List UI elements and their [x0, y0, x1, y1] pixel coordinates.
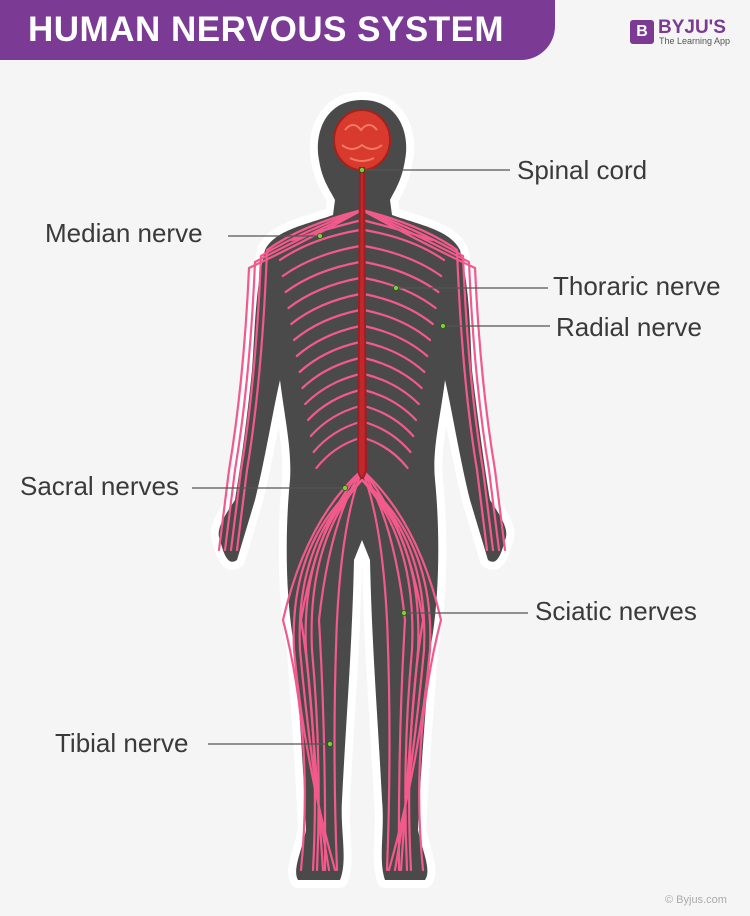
body-silhouette — [210, 92, 515, 888]
leg-nerve — [317, 468, 364, 872]
rib-nerve — [362, 404, 415, 438]
rib-nerve — [362, 308, 432, 342]
shoulder-nerve — [360, 218, 434, 242]
arm-nerve — [360, 208, 507, 552]
rib-nerve — [295, 324, 362, 358]
rib-nerve — [287, 276, 362, 310]
rib-nerve — [304, 372, 362, 406]
rib-nerve — [362, 228, 446, 262]
leg-nerve — [360, 468, 407, 872]
rib-nerve — [362, 324, 429, 358]
logo-tagline: The Learning App — [659, 36, 731, 46]
rib-nerve — [284, 260, 362, 294]
rib-nerve — [362, 276, 437, 310]
leg-nerve — [360, 468, 391, 872]
rib-nerve — [301, 356, 362, 390]
rib-nerve — [362, 340, 426, 374]
logo-mark: B — [630, 20, 654, 44]
arm-nerve — [360, 208, 495, 552]
arm-nerve — [360, 208, 501, 552]
leg-nerve — [360, 478, 432, 872]
rib-nerve — [281, 244, 362, 278]
leader-lines — [192, 169, 550, 745]
rib-nerve — [298, 340, 362, 374]
rib-nerve — [362, 292, 434, 326]
arm-nerve — [235, 208, 364, 552]
logo-name: BYJU'S — [658, 17, 726, 38]
label-tibial-nerve: Tibial nerve — [55, 728, 189, 758]
brain-folds — [341, 124, 383, 162]
leg-nerve — [333, 468, 364, 872]
label-radial-nerve: Radial nerve — [556, 312, 702, 342]
shoulder-nerve — [290, 218, 364, 242]
arm-nerve — [223, 208, 364, 552]
label-sacral-nerves: Sacral nerves — [20, 471, 179, 501]
leg-nerve — [281, 468, 364, 872]
arm-nerve — [217, 208, 364, 552]
leg-nerve — [292, 478, 364, 872]
rib-nerve — [362, 356, 423, 390]
rib-nerve — [362, 372, 420, 406]
marker-dots — [317, 167, 446, 747]
rib-nerve — [362, 244, 443, 278]
spinal-cord — [356, 167, 368, 479]
rib-nerve — [306, 388, 362, 422]
arm-nerve — [229, 208, 364, 552]
rib-nerve — [278, 228, 362, 262]
label-sciatic-nerves: Sciatic nerves — [535, 596, 697, 626]
arm-nerve — [360, 208, 489, 552]
label-spinal-cord: Spinal cord — [517, 155, 648, 185]
rib-nerve — [315, 436, 362, 470]
rib-nerve — [362, 420, 412, 454]
rib-nerve — [292, 308, 362, 342]
page-title: HUMAN NERVOUS SYSTEM — [28, 10, 505, 49]
label-median-nerve: Median nerve — [45, 218, 203, 248]
nerve-network — [217, 208, 507, 872]
title-banner: HUMAN NERVOUS SYSTEM — [0, 0, 555, 60]
rib-nerve — [312, 420, 362, 454]
label-thoraric-nerve: Thoraric nerve — [553, 271, 721, 301]
rib-nerve — [362, 388, 418, 422]
copyright: © Byjus.com — [665, 894, 727, 906]
leg-nerve — [360, 468, 443, 872]
rib-nerve — [309, 404, 362, 438]
rib-nerve — [362, 436, 409, 470]
rib-nerve — [290, 292, 362, 326]
